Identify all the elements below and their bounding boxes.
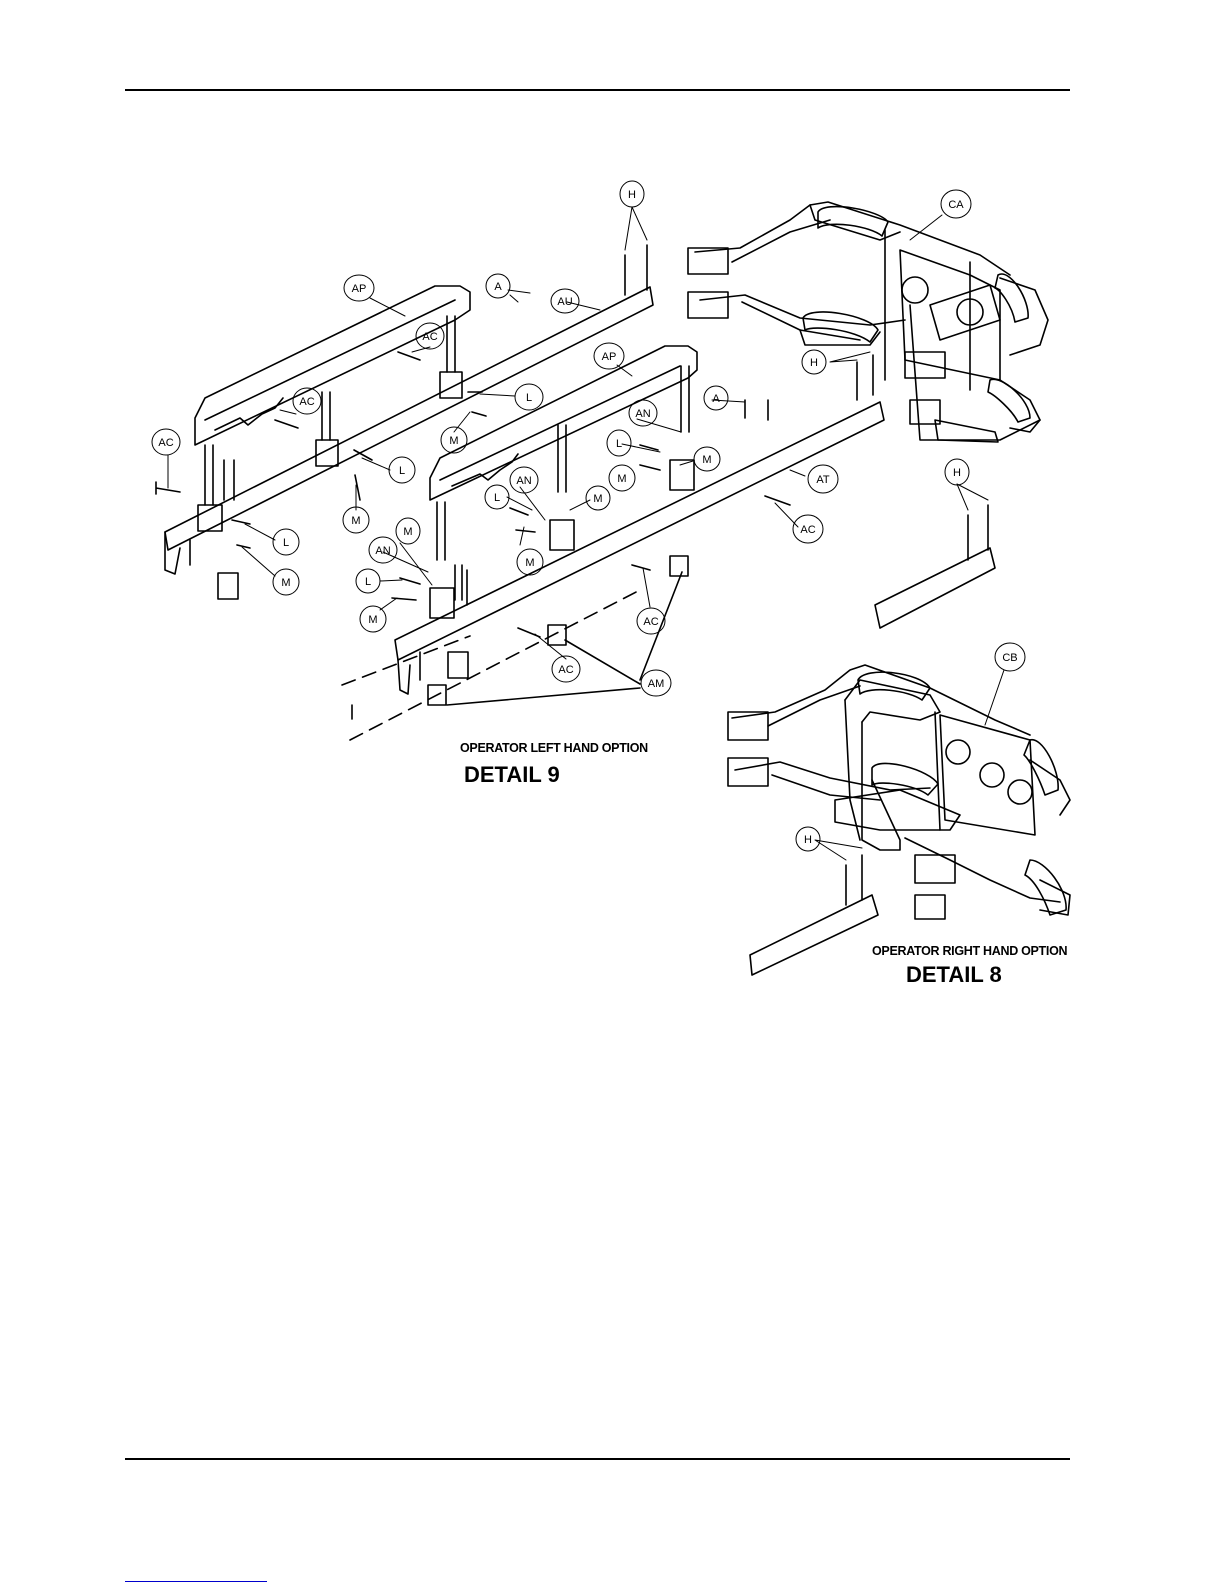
callout-ap: AP (352, 283, 367, 295)
right-handle-frame-ca (688, 202, 1048, 442)
callout-ac: AC (800, 524, 815, 536)
callout-ac: AC (558, 664, 573, 676)
spacer-block-1 (218, 573, 238, 599)
handle-bar-upper (195, 286, 470, 445)
callout-m: M (525, 557, 534, 569)
callout-h: H (804, 834, 812, 846)
bracket-am-1 (670, 556, 688, 576)
callout-l: L (526, 392, 532, 404)
callout-ap: AP (602, 351, 617, 363)
lower-handle-assembly (342, 346, 884, 740)
right-detail-caption: DETAIL 8 (906, 962, 1002, 988)
callouts (152, 181, 1025, 860)
callout-cb: CB (1002, 652, 1017, 664)
callout-m: M (281, 577, 290, 589)
footer-link-underline (125, 1581, 267, 1582)
callout-ac: AC (643, 616, 658, 628)
callout-ca: CA (948, 199, 964, 211)
callout-m: M (403, 526, 412, 538)
callout-l: L (399, 465, 405, 477)
connecting-rod-1 (205, 445, 213, 505)
callout-an: AN (516, 475, 531, 487)
callout-am: AM (648, 678, 665, 690)
callout-a: A (712, 393, 720, 405)
bracket-am-2 (548, 625, 566, 645)
callout-m: M (351, 515, 360, 527)
spacer-block-2 (448, 652, 468, 678)
callout-l: L (365, 576, 371, 588)
callout-l: L (283, 537, 289, 549)
callout-m: M (617, 473, 626, 485)
callout-m: M (368, 614, 377, 626)
clevis-3 (440, 372, 462, 398)
connecting-rod-5 (558, 425, 566, 492)
callout-ac: AC (299, 396, 314, 408)
connecting-rod-4 (437, 502, 445, 560)
clevis-2 (316, 440, 338, 466)
callout-a: A (494, 281, 502, 293)
left-option-caption: OPERATOR LEFT HAND OPTION (460, 741, 648, 755)
connecting-rod-3 (447, 316, 455, 372)
left-detail-caption: DETAIL 9 (464, 762, 560, 788)
callout-m: M (449, 435, 458, 447)
callout-l: L (616, 438, 622, 450)
callout-h: H (810, 357, 818, 369)
connecting-rod-2 (322, 392, 330, 440)
callout-an: AN (635, 408, 650, 420)
callout-m: M (593, 493, 602, 505)
right-rail-h (875, 505, 995, 628)
callout-h: H (953, 467, 961, 479)
footer-rule (125, 1458, 1070, 1460)
callout-at: AT (816, 474, 830, 486)
callout-ac: AC (158, 437, 173, 449)
connecting-rod-6 (681, 366, 689, 432)
callout-au: AU (557, 296, 572, 308)
clevis-5 (550, 520, 574, 550)
callout-m: M (702, 454, 711, 466)
callout-ac: AC (422, 331, 437, 343)
handle-bar-lower (430, 346, 697, 500)
callout-h: H (628, 189, 636, 201)
callout-l: L (494, 492, 500, 504)
callout-an: AN (375, 545, 390, 557)
right-option-caption: OPERATOR RIGHT HAND OPTION (872, 944, 1067, 958)
right-handle-frame-cb (728, 665, 1070, 975)
